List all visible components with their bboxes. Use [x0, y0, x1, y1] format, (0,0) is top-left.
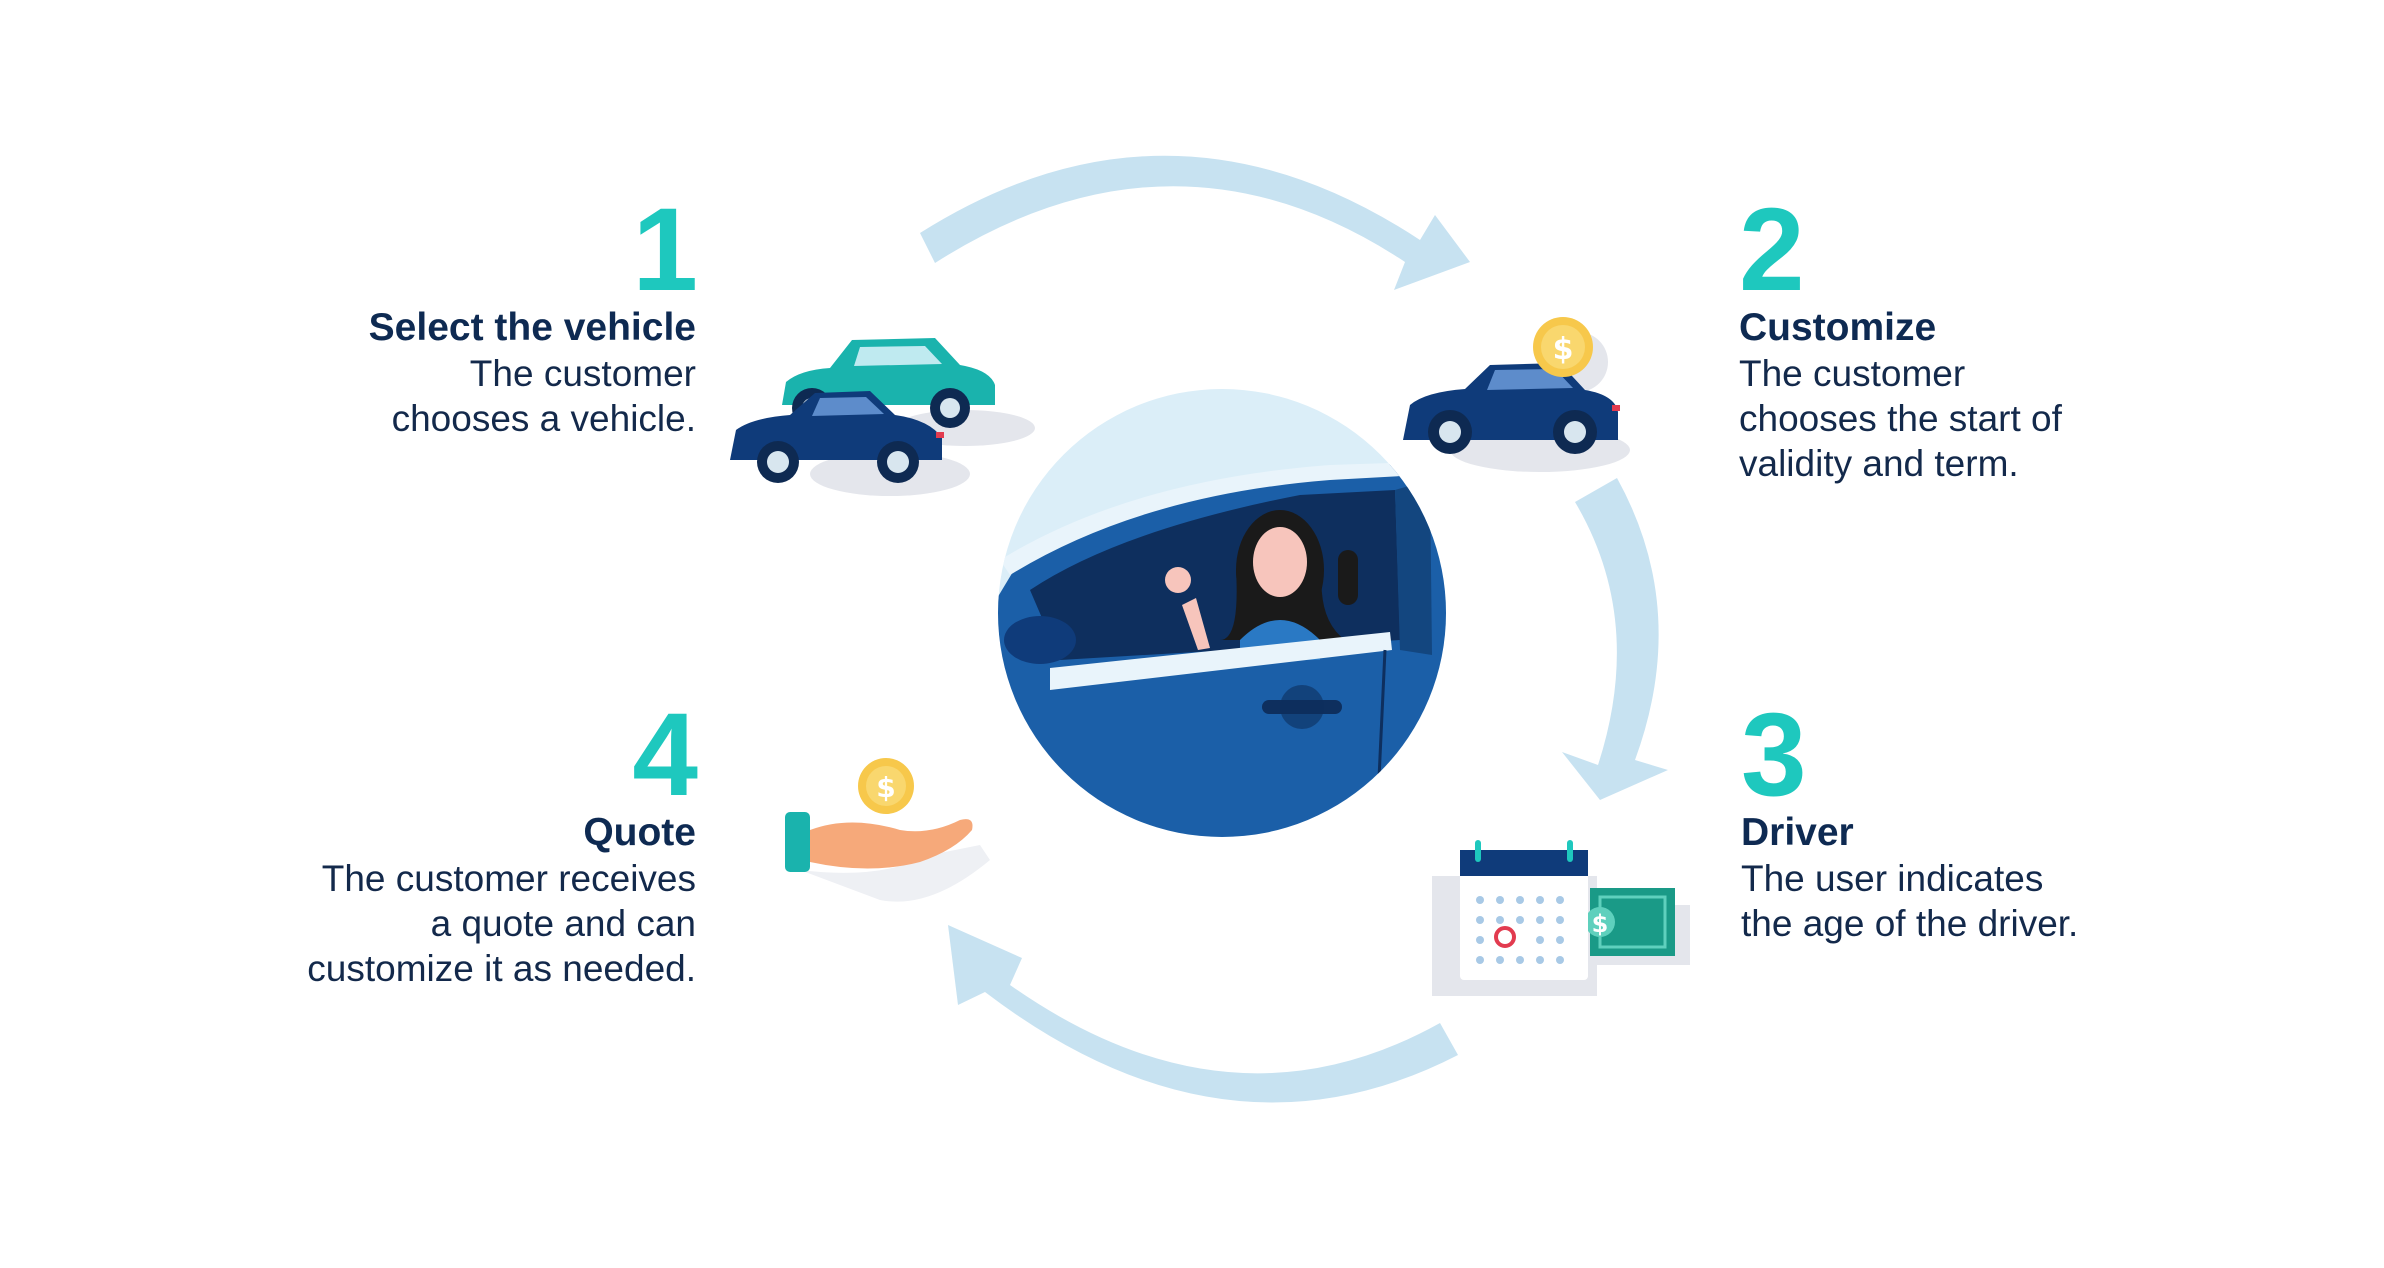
step-3: 3 Driver The user indicates the age of t…: [1741, 689, 2261, 946]
arrow-top: [920, 155, 1470, 290]
step-4: 4 Quote The customer receives a quote an…: [176, 689, 698, 991]
step-description: The customer chooses a vehicle.: [391, 353, 696, 439]
svg-text:$: $: [1553, 332, 1574, 367]
hand-with-dollar-coin-icon: $: [785, 758, 990, 902]
step-description: The customer receives a quote and can cu…: [307, 858, 696, 989]
two-cars-icon: [730, 338, 1035, 496]
step-title: Driver: [1741, 811, 1854, 854]
arrow-bottom: [948, 925, 1458, 1103]
car-with-dollar-coin-icon: $: [1403, 317, 1630, 472]
step-description: The user indicates the age of the driver…: [1741, 858, 2079, 944]
step-description: The customer chooses the start of validi…: [1739, 353, 2062, 484]
step-title: Select the vehicle: [368, 306, 696, 349]
svg-text:$: $: [876, 771, 895, 804]
calendar-and-banknote-icon: $: [1432, 840, 1690, 996]
woman-driver-waving-illustration: [998, 389, 1446, 837]
cycle-arrows: [920, 155, 1668, 1103]
step-number: 4: [632, 689, 698, 821]
step-title: Customize: [1739, 306, 1937, 349]
calendar-dots: [1476, 896, 1564, 964]
step-1: 1 Select the vehicle The customer choose…: [176, 184, 698, 441]
step-number: 2: [1739, 184, 1805, 316]
step-number: 3: [1741, 689, 1807, 821]
step-2: 2 Customize The customer chooses the sta…: [1739, 184, 2259, 486]
step-number: 1: [632, 184, 698, 316]
step-title: Quote: [583, 811, 696, 854]
arrow-right: [1562, 478, 1668, 800]
svg-text:$: $: [1592, 910, 1609, 938]
